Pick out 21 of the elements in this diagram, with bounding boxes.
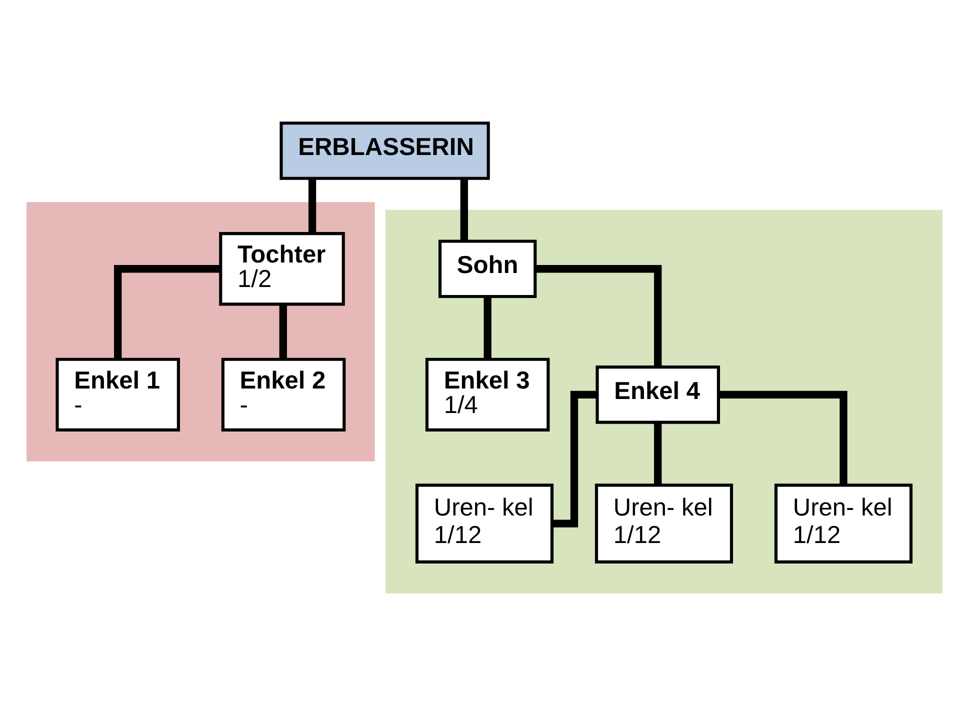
node-box: Uren- kel 1/12	[774, 483, 913, 563]
node-box: ERBLASSERIN	[280, 121, 490, 180]
node-box: Uren- kel 1/12	[415, 483, 554, 563]
connector	[279, 304, 287, 359]
node-box: Sohn	[438, 239, 537, 298]
connector	[535, 264, 662, 366]
connector	[654, 422, 662, 484]
node-box: Enkel 1 -	[56, 357, 180, 431]
connector	[718, 390, 848, 484]
node-box: Enkel 2 -	[221, 357, 346, 431]
node-box: Uren- kel 1/12	[594, 483, 734, 563]
cluster	[386, 209, 942, 593]
node-box: Enkel 3 1/4	[425, 357, 550, 431]
connector	[308, 178, 316, 233]
node-box: Tochter 1/2	[219, 232, 345, 306]
node-box: Enkel 4	[596, 365, 720, 424]
connector	[114, 264, 220, 358]
connector	[484, 296, 492, 359]
connector	[460, 178, 468, 241]
cluster	[26, 202, 375, 461]
connector	[552, 390, 598, 527]
